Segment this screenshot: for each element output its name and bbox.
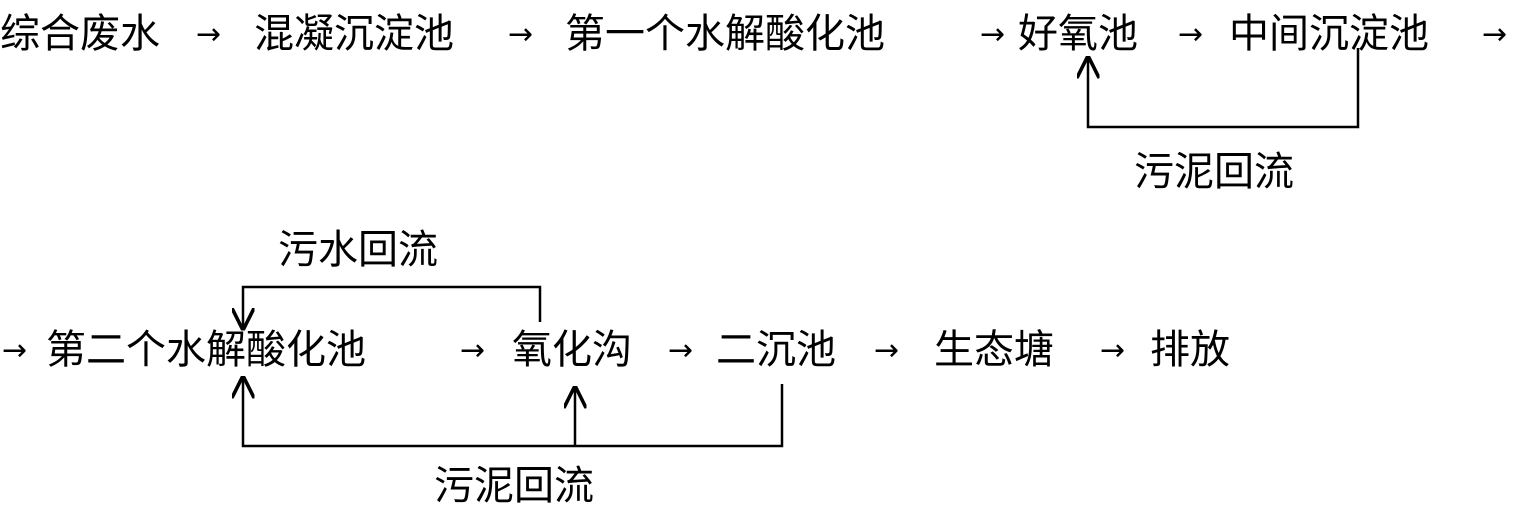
sludge-return-line-1: [1088, 48, 1360, 129]
arrow-right-icon: →: [1178, 17, 1204, 52]
arrow-right-icon: →: [508, 17, 534, 52]
node-comprehensive-wastewater: 综合废水: [0, 11, 160, 57]
label-sludge-return-2: 污泥回流: [434, 463, 594, 509]
node-ecological-pond: 生态塘: [934, 327, 1054, 373]
label-sewage-return: 污水回流: [278, 227, 438, 273]
arrow-right-icon: →: [196, 17, 222, 52]
arrow-right-icon: →: [460, 333, 486, 368]
sludge-return-line-2a: [243, 378, 784, 448]
node-oxidation-ditch: 氧化沟: [512, 327, 632, 373]
node-discharge: 排放: [1150, 327, 1230, 373]
arrow-right-icon: →: [1482, 17, 1508, 52]
sewage-return-line: [243, 285, 542, 328]
arrow-right-icon: →: [1100, 333, 1126, 368]
label-sludge-return-1: 污泥回流: [1134, 149, 1294, 195]
arrow-right-icon: →: [668, 333, 694, 368]
node-hydrolysis-acidification-tank-2: 第二个水解酸化池: [46, 327, 366, 373]
node-hydrolysis-acidification-tank-1: 第一个水解酸化池: [565, 11, 885, 57]
node-coagulation-sedimentation-tank: 混凝沉淀池: [254, 11, 454, 57]
arrow-right-icon: →: [874, 333, 900, 368]
node-intermediate-sedimentation-tank: 中间沉淀池: [1229, 11, 1429, 57]
arrow-right-icon: →: [980, 17, 1006, 52]
arrow-right-icon: →: [2, 333, 28, 368]
node-secondary-sedimentation-tank: 二沉池: [716, 327, 836, 373]
node-aerobic-tank: 好氧池: [1018, 11, 1138, 57]
